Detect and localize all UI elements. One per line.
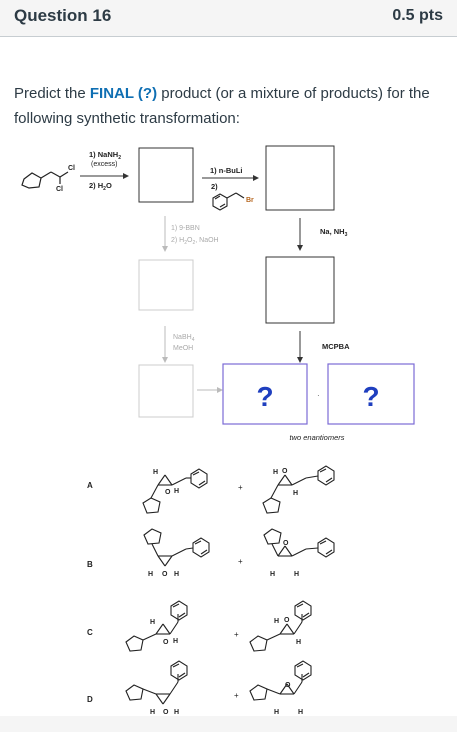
svg-text:H: H — [294, 571, 299, 578]
separator-dot: · — [317, 391, 320, 400]
svg-text:H: H — [153, 469, 158, 476]
svg-text:O: O — [165, 489, 171, 496]
svg-text:O: O — [282, 468, 288, 475]
cl-top-label: Cl — [68, 165, 75, 172]
option-b-letter[interactable]: B — [87, 560, 93, 569]
faded-box-1 — [138, 259, 194, 311]
option-d-structure-2[interactable] — [249, 660, 312, 701]
faded-reagent-nabh4: NaBH4 — [173, 334, 195, 343]
svg-text:H: H — [293, 490, 298, 497]
answer-box-3[interactable] — [265, 256, 335, 324]
svg-text:H: H — [274, 618, 279, 625]
question-mark-1: ? — [256, 381, 273, 412]
svg-text:O: O — [283, 540, 289, 547]
enantiomer-note: two enantiomers — [289, 433, 344, 442]
plus-a: + — [238, 483, 243, 492]
answer-box-1[interactable] — [138, 147, 194, 203]
benzyl-bromide — [212, 192, 245, 211]
reaction-scheme: Cl Cl 1) NaNH2 (excess) 2) H2O 1) n-BuLi… — [21, 145, 415, 716]
option-a-structure-1[interactable] — [142, 468, 208, 514]
final-product-box-1[interactable] — [222, 363, 308, 425]
option-b-structure-2[interactable] — [263, 528, 335, 558]
plus-b: + — [238, 557, 243, 566]
svg-text:H: H — [150, 619, 155, 626]
reagent-nanh2: 1) NaNH2 — [89, 150, 121, 161]
option-a-letter[interactable]: A — [87, 481, 93, 490]
svg-text:H: H — [148, 571, 153, 578]
question-prompt: Predict the FINAL (?) product (or a mixt… — [14, 85, 430, 127]
reagent-nbuli: 1) n-BuLi — [210, 166, 243, 175]
final-product-box-2[interactable] — [327, 363, 415, 425]
question-mark-2: ? — [362, 381, 379, 412]
faded-reagent-meoh: MeOH — [173, 345, 193, 352]
svg-text:H: H — [174, 571, 179, 578]
svg-text:O: O — [285, 682, 291, 689]
reagent-excess: (excess) — [91, 161, 117, 168]
faded-reagent-9bbn: 1) 9-BBN — [171, 225, 200, 232]
footer-strip — [0, 716, 457, 732]
option-d-structure-1[interactable] — [125, 660, 188, 705]
option-a-structure-2[interactable] — [262, 465, 335, 514]
svg-text:H: H — [150, 709, 155, 716]
svg-text:H: H — [298, 709, 303, 716]
svg-text:O: O — [163, 709, 169, 716]
question-points: 0.5 pts — [392, 7, 443, 24]
starting-material — [21, 171, 69, 189]
reagent-mcpba: MCPBA — [322, 342, 350, 351]
final-highlight: FINAL (?) — [89, 85, 158, 102]
svg-text:O: O — [163, 639, 169, 646]
option-b-structure-1[interactable] — [143, 528, 210, 567]
question-title: Question 16 — [14, 6, 112, 25]
svg-text:H: H — [174, 709, 179, 716]
option-c-letter[interactable]: C — [87, 628, 93, 637]
plus-d: + — [234, 691, 239, 700]
svg-text:H: H — [296, 639, 301, 646]
reagent-h2o: 2) H2O — [89, 181, 112, 192]
svg-text:H: H — [270, 571, 275, 578]
option-c-structure-2[interactable] — [249, 600, 312, 652]
option-c-structure-1[interactable] — [125, 600, 188, 652]
faded-reagent-h2o2: 2) H2O2, NaOH — [171, 237, 219, 246]
svg-text:H: H — [173, 638, 178, 645]
svg-text:H: H — [273, 469, 278, 476]
answer-box-2[interactable] — [265, 145, 335, 211]
question-header: Question 16 0.5 pts — [0, 0, 457, 37]
svg-text:O: O — [162, 571, 168, 578]
plus-c: + — [234, 630, 239, 639]
svg-text:H: H — [174, 488, 179, 495]
reagent-na-nh3: Na, NH3 — [320, 227, 348, 238]
faded-box-2 — [138, 364, 194, 418]
option-d-letter[interactable]: D — [87, 695, 93, 704]
cl-bottom-label: Cl — [56, 186, 63, 193]
svg-text:O: O — [284, 617, 290, 624]
svg-text:H: H — [274, 709, 279, 716]
reagent-2-label: 2) — [211, 182, 218, 191]
br-label: Br — [246, 197, 254, 204]
